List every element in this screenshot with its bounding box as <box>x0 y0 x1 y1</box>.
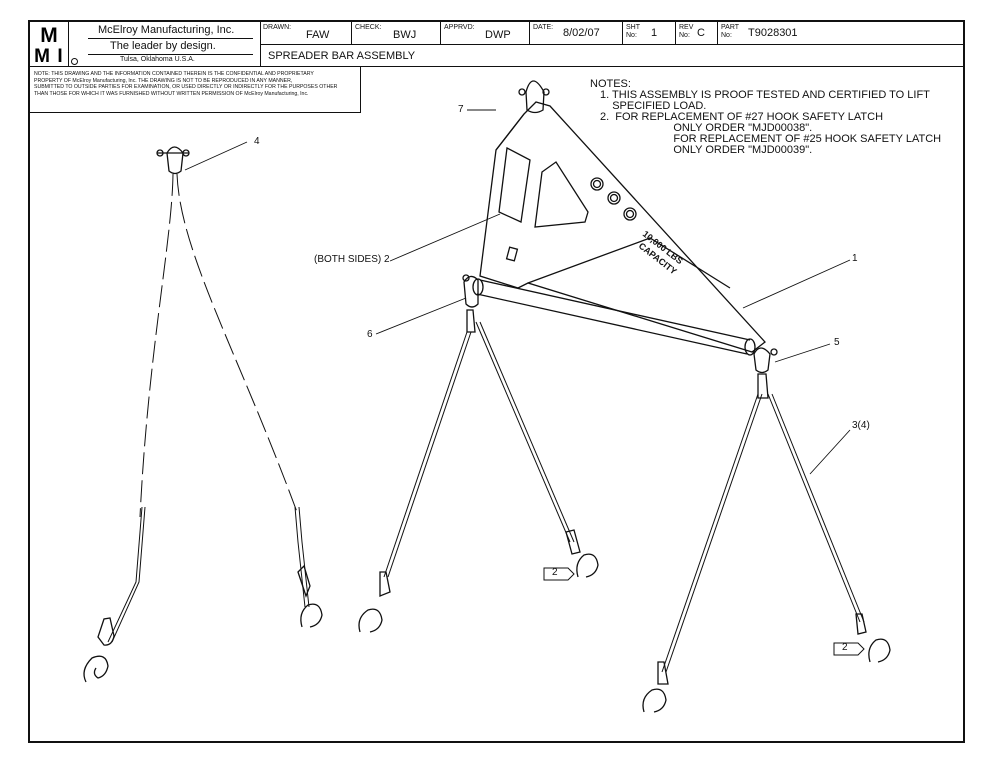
fields-row: DRAWN: FAW CHECK: BWJ APPRVD: DWP DATE: … <box>260 22 963 45</box>
proprietary-line: THAN THOSE FOR WHICH IT WAS FURNISHED WI… <box>34 90 309 97</box>
apprvd-value: DWP <box>485 29 511 41</box>
note-line: SPECIFIED LOAD. <box>600 100 707 112</box>
svg-text:I: I <box>57 46 62 66</box>
svg-text:M: M <box>40 24 58 47</box>
note-line: ONLY ORDER "MJD00038". <box>600 122 813 134</box>
proprietary-note: NOTE: THIS DRAWING AND THE INFORMATION C… <box>30 66 361 113</box>
date-label: DATE: <box>533 24 554 31</box>
company-city: Tulsa, Oklahoma U.S.A. <box>120 56 195 63</box>
leader-4 <box>184 141 248 171</box>
note-line: 1. THIS ASSEMBLY IS PROOF TESTED AND CER… <box>600 89 930 101</box>
check-label: CHECK: <box>355 24 382 31</box>
rev-cell: REV No: C <box>676 22 718 44</box>
flag-2b-label: 2 <box>842 642 848 653</box>
spreader-frame <box>479 80 766 353</box>
notes-heading: NOTES: <box>590 78 631 90</box>
check-cell: CHECK: BWJ <box>352 22 441 44</box>
check-value: BWJ <box>393 29 417 41</box>
proprietary-line: PROPERTY OF McElroy Manufacturing, Inc. … <box>34 77 293 84</box>
part-cell: PART No: T9028301 <box>718 22 963 44</box>
svg-text:M: M <box>34 46 50 66</box>
callout-2-both-sides: (BOTH SIDES) 2 <box>314 254 390 265</box>
sheet-cell: SHT No: 1 <box>623 22 676 44</box>
apprvd-label: APPRVD: <box>444 24 475 31</box>
hook-left-b <box>297 564 323 628</box>
center-slings <box>383 321 865 673</box>
drawn-label: DRAWN: <box>263 24 292 31</box>
spreader-tube <box>472 278 756 356</box>
title-block: M M I McElroy Manufacturing, Inc. The le… <box>30 22 963 67</box>
shackle-left-end <box>462 274 479 333</box>
callout-4: 4 <box>254 136 260 147</box>
rev-value: C <box>697 27 705 39</box>
date-cell: DATE: 8/02/07 <box>530 22 623 44</box>
callout-6: 6 <box>367 329 373 340</box>
company-slogan: The leader by design. <box>110 40 216 52</box>
hook-left-a <box>83 617 115 683</box>
rev-no-label: No: <box>679 32 690 39</box>
shackle-right-end <box>753 347 778 399</box>
drawing-sheet: M M I McElroy Manufacturing, Inc. The le… <box>28 20 965 743</box>
assembly-drawing: 10,000 LBS CAPACITY <box>83 80 891 713</box>
part-value: T9028301 <box>748 27 798 39</box>
sheet-no-label: No: <box>626 32 637 39</box>
note-line: FOR REPLACEMENT OF #25 HOOK SAFETY LATCH <box>600 133 942 145</box>
company-name: McElroy Manufacturing, Inc. <box>98 24 235 36</box>
registered-circle-icon <box>71 58 78 65</box>
part-label: PART <box>721 24 740 31</box>
proprietary-line: SUBMITTED TO OUTSIDE PARTIES FOR EXAMINA… <box>34 84 338 91</box>
flag-2a <box>543 567 575 581</box>
apprvd-cell: APPRVD: DWP <box>441 22 530 44</box>
note-line: 2. FOR REPLACEMENT OF #27 HOOK SAFETY LA… <box>600 111 884 123</box>
proprietary-line: NOTE: THIS DRAWING AND THE INFORMATION C… <box>34 71 314 77</box>
sheet-label: SHT <box>626 24 640 31</box>
drawn-value: FAW <box>306 29 330 41</box>
rev-label: REV <box>679 24 694 31</box>
drawing-title: SPREADER BAR ASSEMBLY <box>268 50 416 62</box>
callout-3-4: 3(4) <box>852 420 870 431</box>
center-hooks <box>358 529 891 713</box>
note-line: ONLY ORDER "MJD00039". <box>600 144 813 156</box>
sheet-value: 1 <box>651 27 658 39</box>
notes-block: NOTES: 1. THIS ASSEMBLY IS PROOF TESTED … <box>590 79 941 156</box>
leader-lines <box>375 109 851 475</box>
company-logo: M M I <box>30 22 69 67</box>
sling-shackle-left <box>156 146 190 175</box>
callout-7: 7 <box>458 104 464 115</box>
part-no-label: No: <box>721 32 732 39</box>
flag-2a-label: 2 <box>552 567 558 578</box>
sling-cable-left <box>107 173 310 643</box>
callout-5: 5 <box>834 337 840 348</box>
company-block: McElroy Manufacturing, Inc. The leader b… <box>68 22 261 66</box>
date-value: 8/02/07 <box>563 27 600 39</box>
drawn-cell: DRAWN: FAW <box>260 22 352 44</box>
callout-1: 1 <box>852 253 858 264</box>
flag-2b <box>833 642 865 656</box>
